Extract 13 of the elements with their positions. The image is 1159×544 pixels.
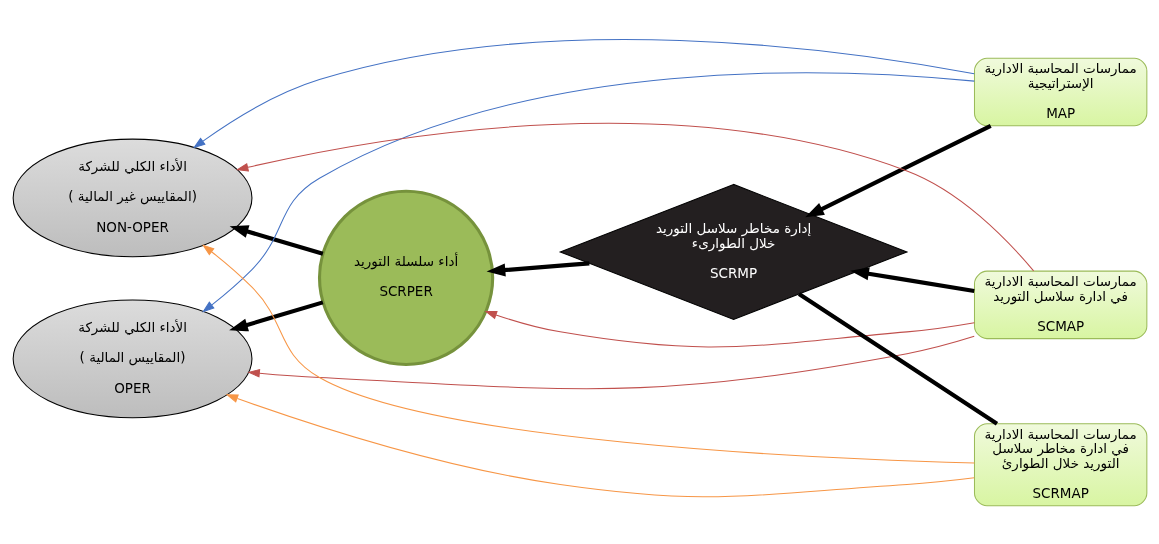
arrow [235, 122, 1034, 271]
arrow [484, 310, 975, 348]
arrow [229, 224, 323, 256]
arrow [192, 38, 975, 148]
arrow [228, 299, 323, 331]
arrow [246, 335, 975, 389]
connector [797, 291, 998, 425]
arrow [849, 266, 975, 293]
arrow [225, 393, 975, 497]
arrow [486, 260, 589, 277]
arrow [201, 243, 975, 464]
arrow [201, 71, 975, 312]
arrow [804, 123, 992, 217]
